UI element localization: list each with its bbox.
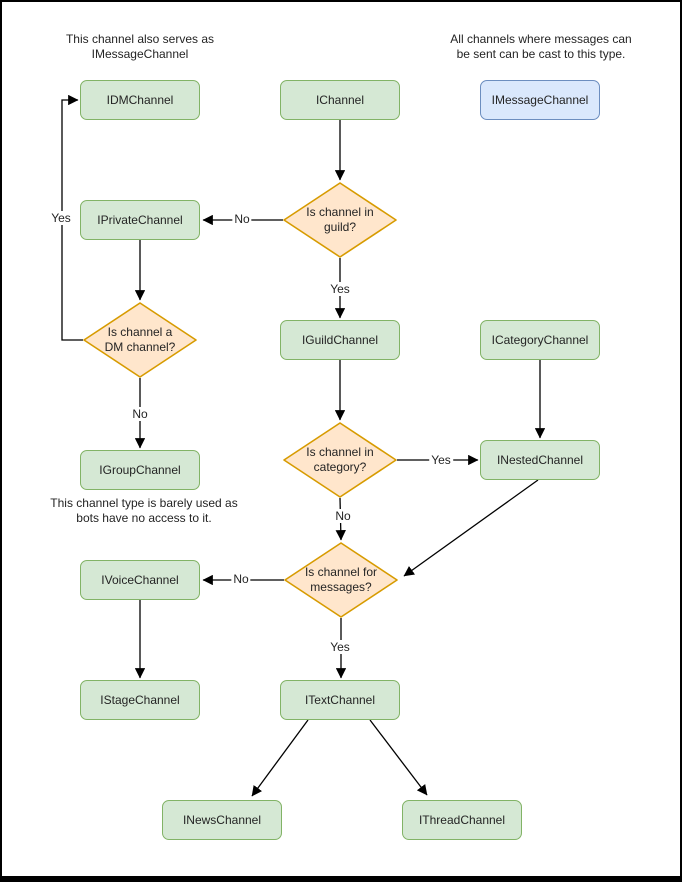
annotation-message-note: All channels where messages can be sent … [450,32,632,61]
node-imessagechannel-label: IMessageChannel [491,93,589,107]
decision-in-category-label: Is channel in category? [306,445,374,474]
edge-label-guild-no: No [232,212,252,226]
diamond-shape [283,182,397,258]
node-inestedchannel-label: INestedChannel [496,453,584,467]
node-idmchannel-label: IDMChannel [106,93,174,107]
annotation-dm-note: This channel also serves as IMessageChan… [65,32,215,61]
node-inewschannel-label: INewsChannel [182,813,262,827]
decision-in-guild-label: Is channel in guild? [306,205,374,234]
node-icategorychannel: ICategoryChannel [480,320,600,360]
node-ithreadchannel: IThreadChannel [402,800,522,840]
diamond-shape [283,422,397,498]
node-iguildchannel: IGuildChannel [280,320,400,360]
node-igroupchannel-label: IGroupChannel [99,463,181,477]
node-iprivatechannel-label: IPrivateChannel [97,213,183,227]
edge-itext-to-ithread [369,719,428,796]
node-ivoicechannel-label: IVoiceChannel [101,573,179,587]
decision-is-channel-in-guild: Is channel in guild? [283,182,397,258]
node-ichannel-label: IChannel [315,93,365,107]
edge-inested-to-messages-decision [403,479,539,577]
annotation-group-note: This channel type is barely used as bots… [50,496,238,525]
node-inewschannel: INewsChannel [162,800,282,840]
node-inestedchannel: INestedChannel [480,440,600,480]
node-istagechannel-label: IStageChannel [100,693,180,707]
node-icategorychannel-label: ICategoryChannel [491,333,589,347]
node-igroupchannel: IGroupChannel [80,450,200,490]
decision-is-channel-a-dm: Is channel a DM channel? [83,302,197,378]
node-ivoicechannel: IVoiceChannel [80,560,200,600]
node-itextchannel-label: ITextChannel [304,693,376,707]
diamond-shape [83,302,197,378]
edge-itext-to-inews [251,719,309,797]
node-iguildchannel-label: IGuildChannel [301,333,379,347]
edge-label-dm-yes: Yes [49,211,73,225]
edge-label-dm-no: No [130,407,150,421]
node-itextchannel: ITextChannel [280,680,400,720]
edge-label-category-no: No [333,509,353,523]
decision-is-channel-in-category: Is channel in category? [283,422,397,498]
node-imessagechannel: IMessageChannel [480,80,600,120]
edge-label-messages-no: No [231,572,251,586]
decision-for-messages-label: Is channel for messages? [304,565,378,594]
edge-label-messages-yes: Yes [328,640,352,654]
decision-is-channel-for-messages: Is channel for messages? [284,542,398,618]
edge-label-category-yes: Yes [429,453,453,467]
node-ichannel: IChannel [280,80,400,120]
decision-is-dm-label: Is channel a DM channel? [104,325,176,354]
node-istagechannel: IStageChannel [80,680,200,720]
node-ithreadchannel-label: IThreadChannel [418,813,506,827]
node-iprivatechannel: IPrivateChannel [80,200,200,240]
diamond-shape [284,542,398,618]
edge-label-guild-yes: Yes [328,282,352,296]
node-idmchannel: IDMChannel [80,80,200,120]
